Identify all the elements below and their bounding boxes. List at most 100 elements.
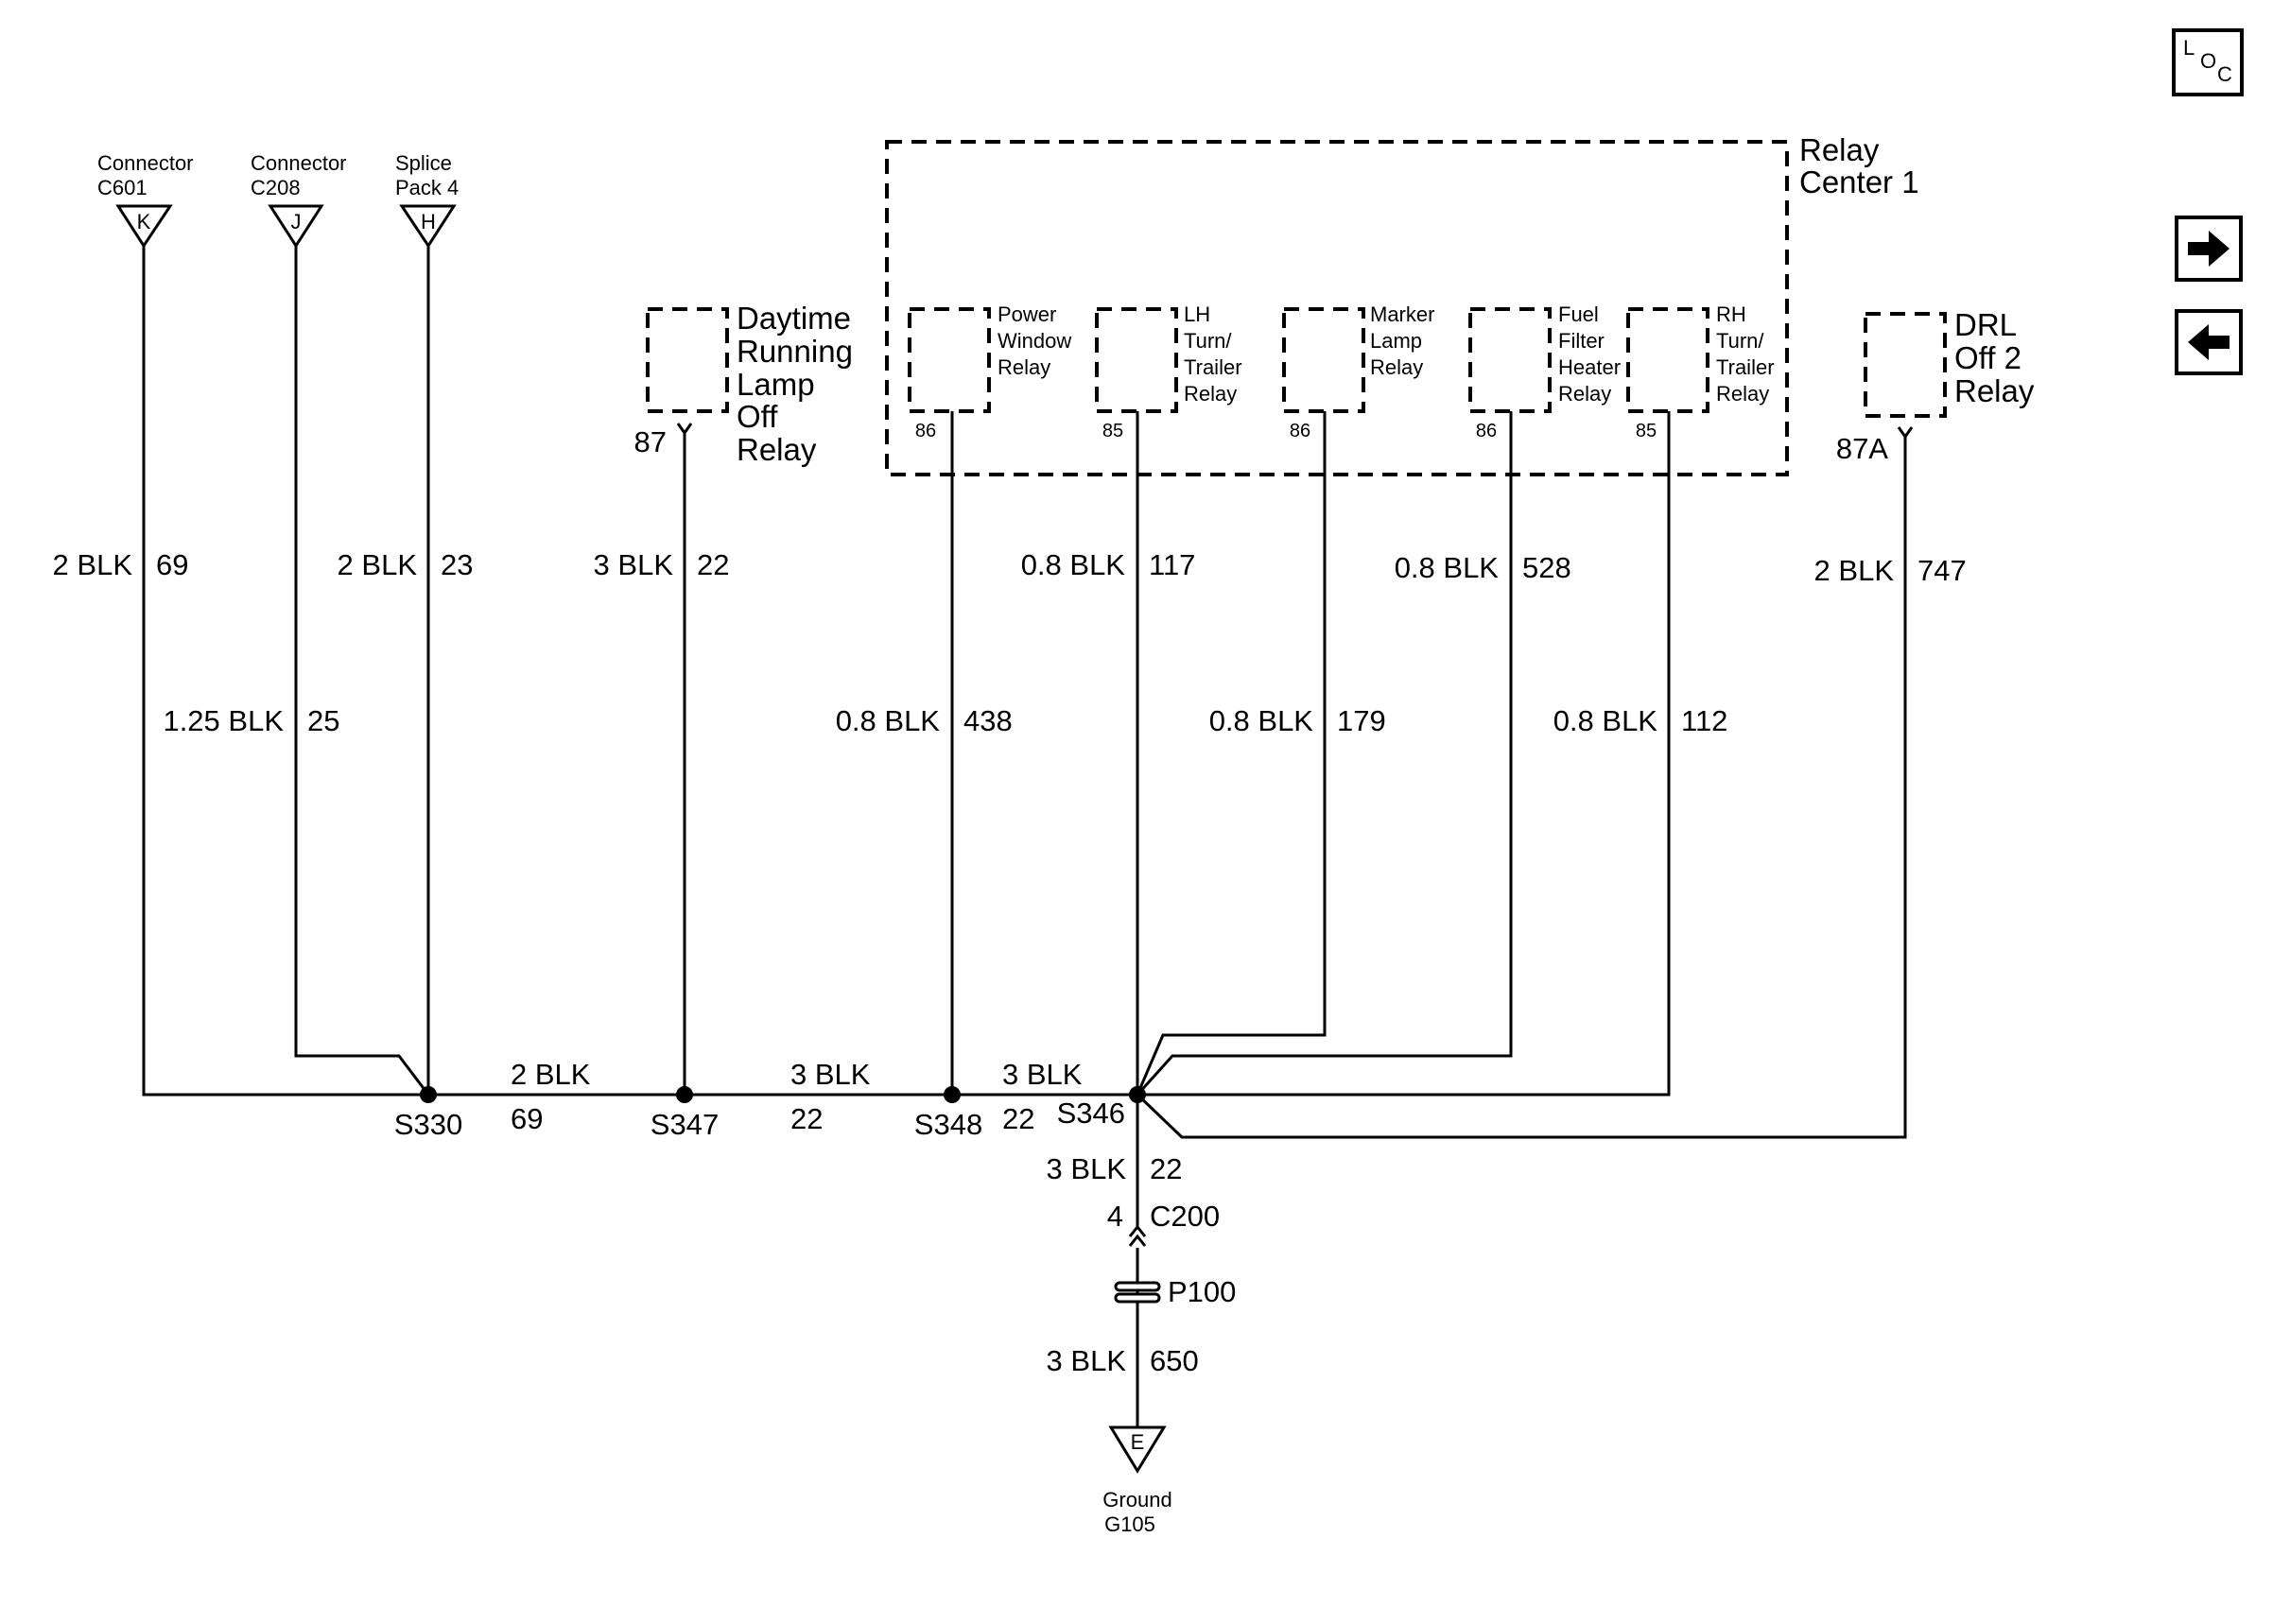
back-button[interactable]	[2175, 309, 2243, 375]
splice-s330-label: S330	[394, 1108, 462, 1141]
loc-letter-l: L	[2183, 36, 2195, 60]
rh-turn-trailer-relay: RH Turn/ Trailer Relay 85	[1626, 302, 1775, 441]
splice-s330-node	[420, 1086, 437, 1103]
wire-528	[1136, 411, 1513, 1097]
svg-text:Heater: Heater	[1558, 355, 1621, 379]
svg-text:22: 22	[790, 1102, 823, 1135]
svg-text:2 BLK: 2 BLK	[338, 548, 418, 581]
svg-text:22: 22	[1150, 1152, 1182, 1185]
svg-text:Fuel: Fuel	[1558, 302, 1599, 326]
svg-text:Relay: Relay	[1716, 382, 1769, 406]
connector-c601-symbol	[115, 204, 173, 249]
svg-text:Turn/: Turn/	[1716, 329, 1764, 353]
svg-text:22: 22	[1002, 1102, 1034, 1135]
splice-s346-node	[1129, 1086, 1146, 1103]
forward-button[interactable]	[2175, 216, 2243, 282]
svg-text:85: 85	[1102, 421, 1123, 441]
svg-text:Connector: Connector	[251, 151, 347, 175]
svg-text:25: 25	[307, 704, 339, 737]
wire-747	[1136, 437, 1907, 1139]
svg-text:0.8 BLK: 0.8 BLK	[1553, 704, 1658, 737]
svg-text:2 BLK: 2 BLK	[1814, 554, 1895, 587]
svg-text:1.25 BLK: 1.25 BLK	[163, 704, 284, 737]
svg-text:Power: Power	[998, 302, 1056, 326]
svg-text:Filter: Filter	[1558, 329, 1605, 353]
svg-text:87: 87	[634, 425, 667, 458]
svg-text:Turn/: Turn/	[1184, 329, 1232, 353]
svg-text:3 BLK: 3 BLK	[1002, 1058, 1083, 1091]
lh-turn-trailer-relay: LH Turn/ Trailer Relay 85	[1095, 302, 1242, 441]
svg-text:Ground: Ground	[1102, 1488, 1171, 1512]
loc-letter-c: C	[2217, 62, 2232, 86]
svg-text:C200: C200	[1150, 1200, 1220, 1233]
svg-text:H: H	[421, 210, 436, 233]
svg-text:Window: Window	[998, 329, 1071, 353]
wires	[142, 246, 1907, 1427]
svg-text:Pack 4: Pack 4	[395, 176, 459, 199]
svg-text:Daytime: Daytime	[737, 301, 851, 336]
svg-text:3 BLK: 3 BLK	[594, 548, 674, 581]
svg-text:0.8 BLK: 0.8 BLK	[1021, 548, 1126, 581]
marker-lamp-relay: Marker Lamp Relay 86	[1282, 302, 1434, 441]
splice-s346-label: S346	[1057, 1097, 1125, 1130]
splice-pack-4-symbol	[399, 204, 457, 249]
svg-text:112: 112	[1681, 704, 1727, 737]
svg-text:528: 528	[1522, 551, 1571, 584]
splice-nodes	[420, 1086, 1146, 1103]
splice-s348-label: S348	[914, 1108, 982, 1141]
svg-text:86: 86	[915, 421, 936, 441]
wire-112	[1137, 411, 1671, 1097]
svg-text:Relay: Relay	[1558, 382, 1611, 406]
svg-text:Relay: Relay	[1799, 132, 1880, 167]
splice-s347-label: S347	[651, 1108, 719, 1141]
svg-text:G105: G105	[1104, 1512, 1155, 1536]
svg-text:Center 1: Center 1	[1799, 164, 1919, 199]
svg-text:69: 69	[511, 1102, 543, 1135]
svg-text:Splice: Splice	[395, 151, 452, 175]
wire-179	[1136, 411, 1327, 1096]
svg-text:85: 85	[1636, 421, 1657, 441]
svg-text:747: 747	[1917, 554, 1967, 587]
arrow-left-icon	[2188, 324, 2230, 360]
svg-text:Off: Off	[737, 399, 778, 434]
svg-text:LH: LH	[1184, 302, 1210, 326]
svg-text:2 BLK: 2 BLK	[53, 548, 133, 581]
svg-text:0.8 BLK: 0.8 BLK	[836, 704, 941, 737]
ground-symbol	[1108, 1425, 1167, 1474]
wire-labels: 2 BLK 69 1.25 BLK 25 2 BLK 23 3 BLK 22 0…	[53, 548, 1967, 1377]
svg-text:23: 23	[441, 548, 473, 581]
splice-labels: S330 S347 S348 S346	[394, 1097, 1125, 1141]
svg-text:438: 438	[963, 704, 1013, 737]
svg-text:E: E	[1131, 1430, 1145, 1454]
wire-69	[142, 246, 428, 1097]
svg-text:3 BLK: 3 BLK	[1047, 1344, 1127, 1377]
svg-text:Running: Running	[737, 334, 853, 369]
svg-text:Relay: Relay	[1370, 355, 1423, 379]
svg-text:117: 117	[1149, 548, 1195, 581]
connector-c208-symbol	[268, 204, 324, 249]
loc-button[interactable]: L O C	[2172, 28, 2244, 96]
svg-text:87A: 87A	[1836, 432, 1888, 465]
svg-text:650: 650	[1150, 1344, 1199, 1377]
loc-letter-o: O	[2200, 49, 2217, 73]
svg-text:0.8 BLK: 0.8 BLK	[1209, 704, 1314, 737]
svg-text:P100: P100	[1168, 1275, 1236, 1308]
svg-text:Relay: Relay	[1954, 373, 2035, 408]
svg-text:0.8 BLK: 0.8 BLK	[1395, 551, 1500, 584]
svg-text:86: 86	[1290, 421, 1310, 441]
svg-text:Trailer: Trailer	[1184, 355, 1242, 379]
svg-text:179: 179	[1337, 704, 1386, 737]
relay-center-1: Relay Center 1	[885, 132, 1919, 476]
svg-text:86: 86	[1476, 421, 1497, 441]
svg-text:4: 4	[1107, 1200, 1123, 1233]
arrow-right-icon	[2188, 231, 2230, 267]
splice-s348-node	[944, 1086, 961, 1103]
wire-25	[294, 246, 430, 1096]
svg-text:Relay: Relay	[998, 355, 1050, 379]
svg-text:Trailer: Trailer	[1716, 355, 1775, 379]
svg-text:Lamp: Lamp	[1370, 329, 1422, 353]
fuel-filter-heater-relay: Fuel Filter Heater Relay 86	[1468, 302, 1621, 441]
svg-text:Connector: Connector	[97, 151, 194, 175]
drl-off-2-relay: DRL Off 2 Relay 87A	[1836, 307, 2035, 465]
